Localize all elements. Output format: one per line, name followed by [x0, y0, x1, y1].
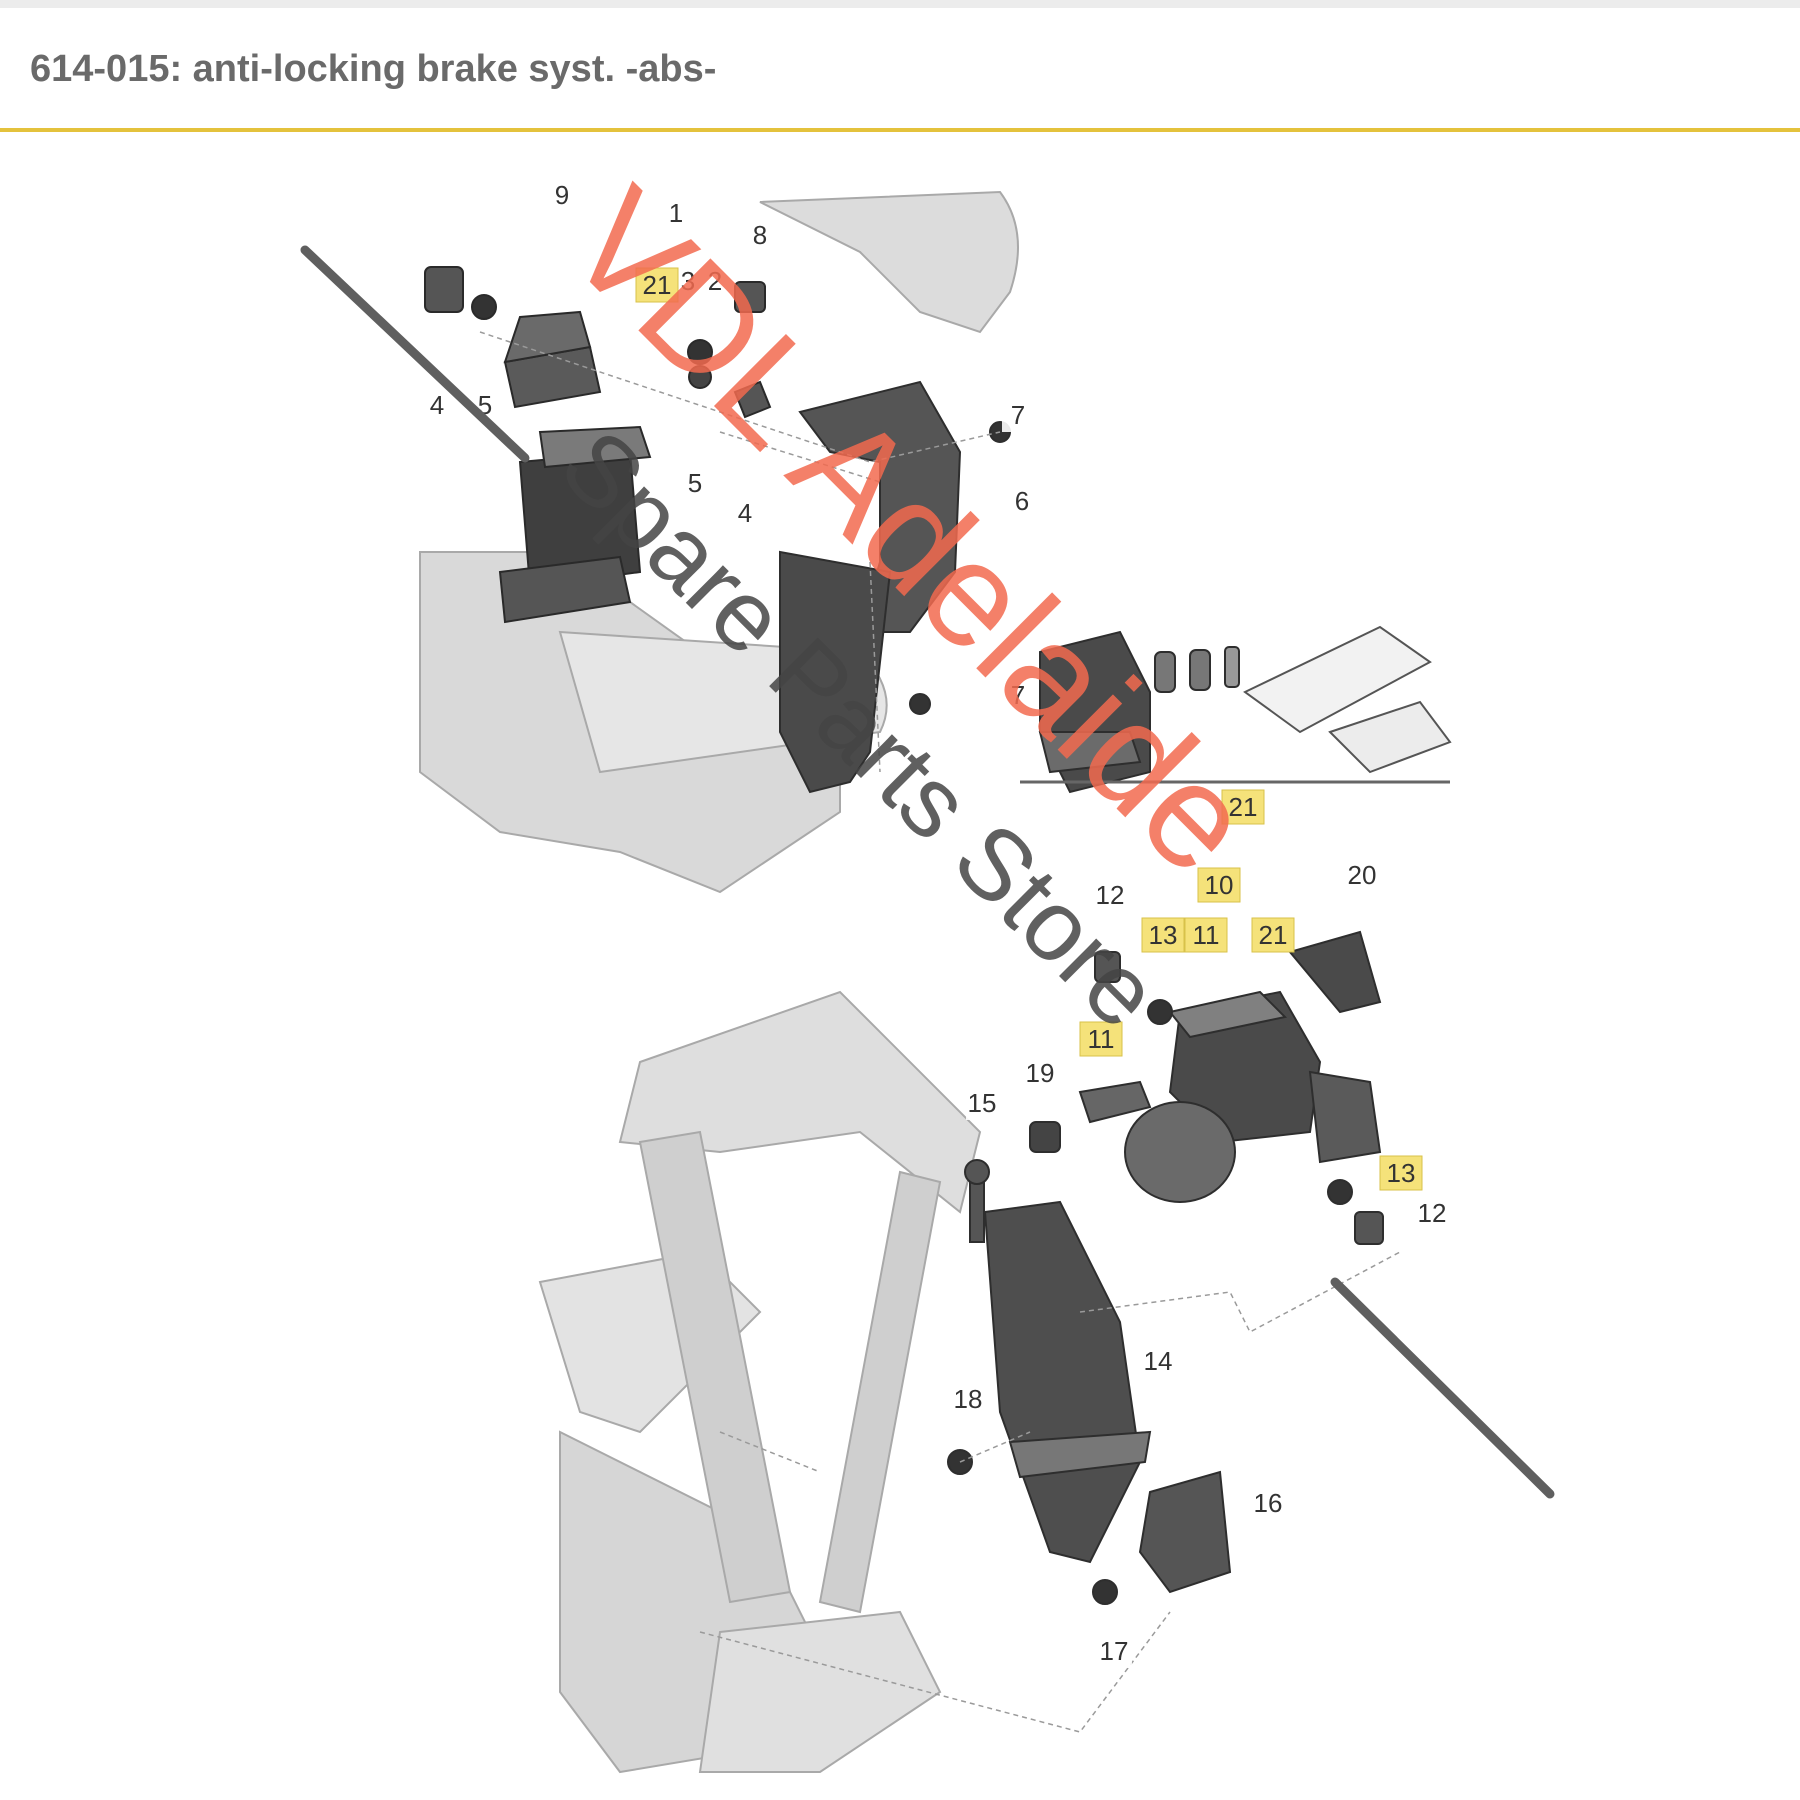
bracket-upper — [779, 380, 1011, 794]
callout-label: 1 — [669, 198, 683, 228]
callout-box — [1346, 860, 1380, 892]
abs-unit-upper — [424, 266, 772, 624]
callout-box — [966, 1088, 1000, 1120]
callout-label: 5 — [688, 468, 702, 498]
callout-box — [1024, 1058, 1058, 1090]
callout-label: 16 — [1254, 1488, 1283, 1518]
assembly-lines — [479, 331, 1401, 1733]
callout-box — [679, 468, 713, 500]
abs-unit-lower — [964, 930, 1384, 1245]
callout-highlight-box — [1079, 1021, 1123, 1057]
callout-box — [1142, 1346, 1176, 1378]
callout-label: 12 — [1418, 1198, 1447, 1228]
callout-box — [1002, 680, 1036, 712]
callout-highlight-box — [635, 267, 679, 303]
callout-highlight-label: 11 — [1088, 1024, 1115, 1054]
callout-label: 2 — [708, 266, 722, 296]
callout-box — [546, 180, 580, 212]
replacement-kit — [1020, 625, 1452, 794]
callout-highlight-box — [1221, 789, 1265, 825]
callout-highlight-label: 13 — [1149, 920, 1178, 950]
callout-highlight-box — [1141, 917, 1185, 953]
page-header: 614-015: anti-locking brake syst. -abs- — [0, 8, 1800, 128]
callout-highlight-label: 10 — [1205, 870, 1234, 900]
callout-highlight-box — [1197, 867, 1241, 903]
callout-label: 9 — [555, 180, 569, 210]
callout-highlight-label: 13 — [1387, 1158, 1416, 1188]
callout-highlight-box — [1251, 917, 1295, 953]
callout-label: 15 — [968, 1088, 997, 1118]
callout-highlight-label: 11 — [1193, 920, 1220, 950]
callout-label: 6 — [1015, 486, 1029, 516]
callout-label: 7 — [1011, 680, 1025, 710]
background-chassis — [419, 190, 1019, 1774]
callout-box — [1098, 1636, 1132, 1668]
callout-box — [1002, 400, 1036, 432]
callout-box — [952, 1384, 986, 1416]
callout-label: 3 — [681, 266, 695, 296]
bracket-lower — [947, 1200, 1232, 1605]
callout-box — [421, 390, 455, 422]
callout-box — [1006, 486, 1040, 518]
callout-highlight-label: 21 — [1259, 920, 1288, 950]
callout-highlight-box — [1379, 1155, 1423, 1191]
header-divider — [0, 128, 1800, 132]
callout-label: 4 — [738, 498, 752, 528]
callout-highlight-box — [1184, 917, 1228, 953]
callout-label: 17 — [1100, 1636, 1129, 1666]
callout-box — [1252, 1488, 1286, 1520]
callout-label: 18 — [954, 1384, 983, 1414]
callout-label: 20 — [1348, 860, 1377, 890]
callout-box — [660, 198, 694, 230]
page-title: 614-015: anti-locking brake syst. -abs- — [30, 48, 717, 90]
callout-highlight-label: 21 — [643, 270, 672, 300]
callout-box — [729, 498, 763, 530]
callout-label: 12 — [1096, 880, 1125, 910]
callout-label: 19 — [1026, 1058, 1055, 1088]
callout-box — [744, 220, 778, 252]
callout-label: 8 — [753, 220, 767, 250]
callout-highlight-label: 21 — [1229, 792, 1258, 822]
callout-label: 14 — [1144, 1346, 1173, 1376]
top-strip — [0, 0, 1800, 8]
callout-label: 4 — [430, 390, 444, 420]
diagonal-marks — [300, 245, 1555, 1499]
callout-box — [1416, 1198, 1450, 1230]
callout-box — [1094, 880, 1128, 912]
callout-label: 7 — [1011, 400, 1025, 430]
